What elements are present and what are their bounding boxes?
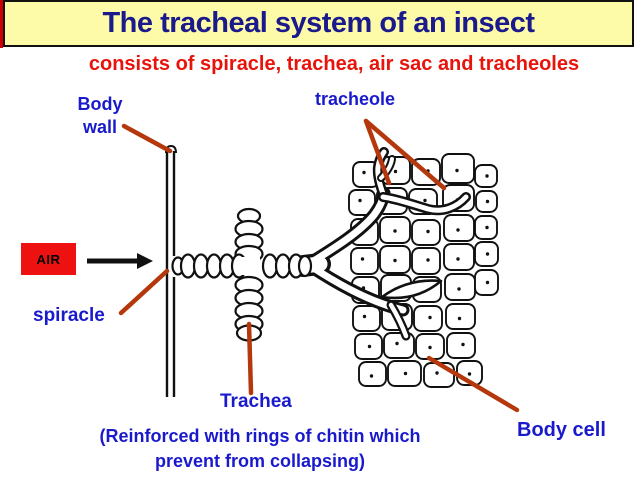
pointer-lines <box>118 118 520 413</box>
body-cell-shape <box>413 305 443 332</box>
body-cell-shape <box>445 303 476 330</box>
leader-tracheole-2 <box>363 118 447 191</box>
cell-nucleus-dot <box>457 316 462 321</box>
body-cell-label: Body cell <box>517 419 606 441</box>
body-cell-shape <box>411 219 441 246</box>
cell-nucleus-dot <box>358 198 362 203</box>
cell-nucleus-dot <box>428 345 432 350</box>
cell-nucleus-dot <box>423 198 427 203</box>
body-cell-shape <box>443 214 475 242</box>
cell-nucleus-dot <box>461 342 465 347</box>
body-wall-label-line1: Body <box>77 94 123 114</box>
body-cell-shape <box>358 361 387 387</box>
air-arrow <box>87 253 153 269</box>
cell-nucleus-dot <box>393 258 397 263</box>
body-cell-shape <box>444 273 476 301</box>
cell-nucleus-dot <box>367 344 372 349</box>
tracheole-branches-drawing <box>292 147 471 341</box>
trachea-label: Trachea <box>220 391 292 412</box>
body-cell-shape <box>411 247 441 275</box>
footnote-line2: prevent from collapsing) <box>154 451 366 471</box>
footnote-line1: (Reinforced with rings of chitin which <box>99 426 421 446</box>
cell-nucleus-dot <box>393 229 397 233</box>
air-box: AIR <box>21 243 76 275</box>
cell-nucleus-dot <box>435 371 439 375</box>
cell-nucleus-dot <box>456 228 460 232</box>
cell-nucleus-dot <box>455 168 459 173</box>
cell-nucleus-dot <box>428 315 432 320</box>
cell-nucleus-dot <box>485 280 490 285</box>
body-cell-shape <box>352 305 381 332</box>
subtitle-text: consists of spiracle, trachea, air sac a… <box>88 53 580 75</box>
cell-nucleus-dot <box>360 257 365 261</box>
body-wall-label: Body wall <box>58 93 142 139</box>
cell-nucleus-dot <box>362 314 367 319</box>
cell-nucleus-dot <box>369 374 374 378</box>
leader-spiracle <box>118 268 170 316</box>
trachea-drawing <box>171 207 313 342</box>
body-cell-shape <box>443 243 475 271</box>
body-cell-shape <box>446 332 476 359</box>
leader-tracheole-1 <box>363 118 392 186</box>
body-cell-shape <box>441 153 475 184</box>
cell-nucleus-dot <box>467 372 472 376</box>
leader-trachea <box>246 321 254 396</box>
cell-nucleus-dot <box>426 229 430 234</box>
title-bar: The tracheal system of an insect <box>3 0 634 47</box>
cell-nucleus-dot <box>485 225 489 230</box>
cell-nucleus-dot <box>426 258 430 262</box>
cell-nucleus-dot <box>393 169 398 174</box>
body-cell-shape <box>350 247 379 275</box>
leader-body-cell <box>426 355 520 413</box>
cell-nucleus-dot <box>362 170 366 175</box>
cell-nucleus-dot <box>456 257 460 261</box>
body-cell-shape <box>423 362 455 388</box>
body-wall-label-line2: wall <box>82 117 117 137</box>
cell-nucleus-dot <box>485 252 490 256</box>
air-box-label: AIR <box>36 251 61 267</box>
cell-nucleus-dot <box>395 341 399 346</box>
spiracle-label: spiracle <box>33 305 105 326</box>
leader-body-wall <box>121 123 173 154</box>
cell-nucleus-dot <box>457 287 461 291</box>
cell-nucleus-dot <box>403 371 408 376</box>
body-cells-cluster <box>348 153 499 388</box>
page-title: The tracheal system of an insect <box>102 7 535 39</box>
cell-nucleus-dot <box>485 199 490 204</box>
footnote: (Reinforced with rings of chitin which p… <box>40 424 480 474</box>
cell-nucleus-dot <box>485 174 489 178</box>
left-accent-strip <box>0 0 3 48</box>
tracheole-label: tracheole <box>315 89 396 109</box>
